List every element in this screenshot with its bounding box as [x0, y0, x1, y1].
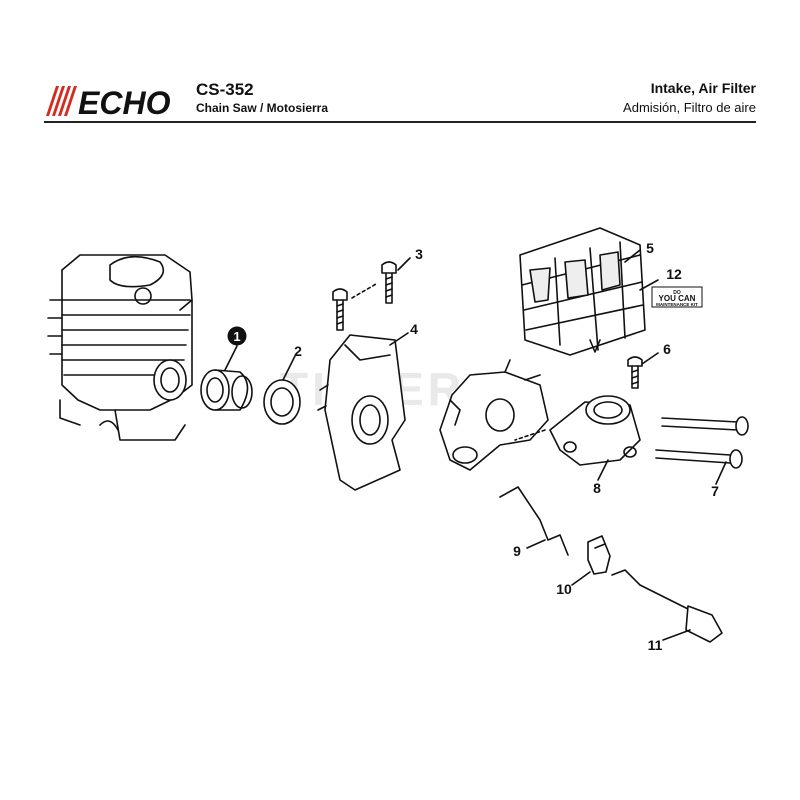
part-6-screw — [627, 356, 643, 389]
part-7-bolts — [655, 416, 749, 469]
callout-1: 1 — [233, 329, 240, 344]
section-title-english: Intake, Air Filter — [650, 80, 756, 96]
echo-logo: ECHO — [46, 85, 171, 118]
part-1-intake-boot — [200, 369, 253, 411]
callout-10: 10 — [556, 581, 572, 597]
callout-7: 7 — [711, 483, 719, 499]
section-title-spanish: Admisión, Filtro de aire — [623, 100, 756, 115]
part-5-air-filter — [519, 227, 646, 356]
leader-lines — [224, 249, 727, 641]
page-header: ECHO CS-352 Chain Saw / Motosierra Intak… — [44, 80, 756, 122]
kit-prefix: DO — [673, 290, 681, 296]
callout-5: 5 — [646, 240, 654, 256]
part-9-rod — [499, 486, 569, 556]
kit-line1: YOU CAN — [659, 294, 696, 303]
part-4-bracket — [317, 334, 406, 491]
callout-3: 3 — [415, 246, 423, 262]
maintenance-kit-badge: DO YOU CAN MAINTENANCE KIT — [651, 286, 703, 308]
callout-1-badge — [227, 326, 247, 346]
cylinder-part — [47, 254, 193, 441]
brand-wordmark: ECHO — [78, 85, 171, 118]
callout-11: 11 — [648, 637, 663, 653]
part-11-choke-rod — [611, 569, 723, 643]
kit-line2: MAINTENANCE KIT — [656, 302, 698, 307]
callout-2: 2 — [294, 343, 302, 359]
callout-6: 6 — [663, 341, 671, 357]
part-2-ring — [263, 379, 301, 425]
part-10-clip — [587, 535, 611, 575]
header-divider — [44, 121, 756, 123]
part-8-manifold — [514, 395, 641, 466]
callout-9: 9 — [513, 543, 521, 559]
callout-4: 4 — [410, 321, 418, 337]
part-3-screws — [332, 261, 397, 331]
product-subtitle: Chain Saw / Motosierra — [196, 101, 329, 115]
carburetor-part — [439, 359, 549, 471]
model-number: CS-352 — [196, 80, 254, 99]
callout-12: 12 — [666, 266, 682, 282]
callout-8: 8 — [593, 480, 601, 496]
